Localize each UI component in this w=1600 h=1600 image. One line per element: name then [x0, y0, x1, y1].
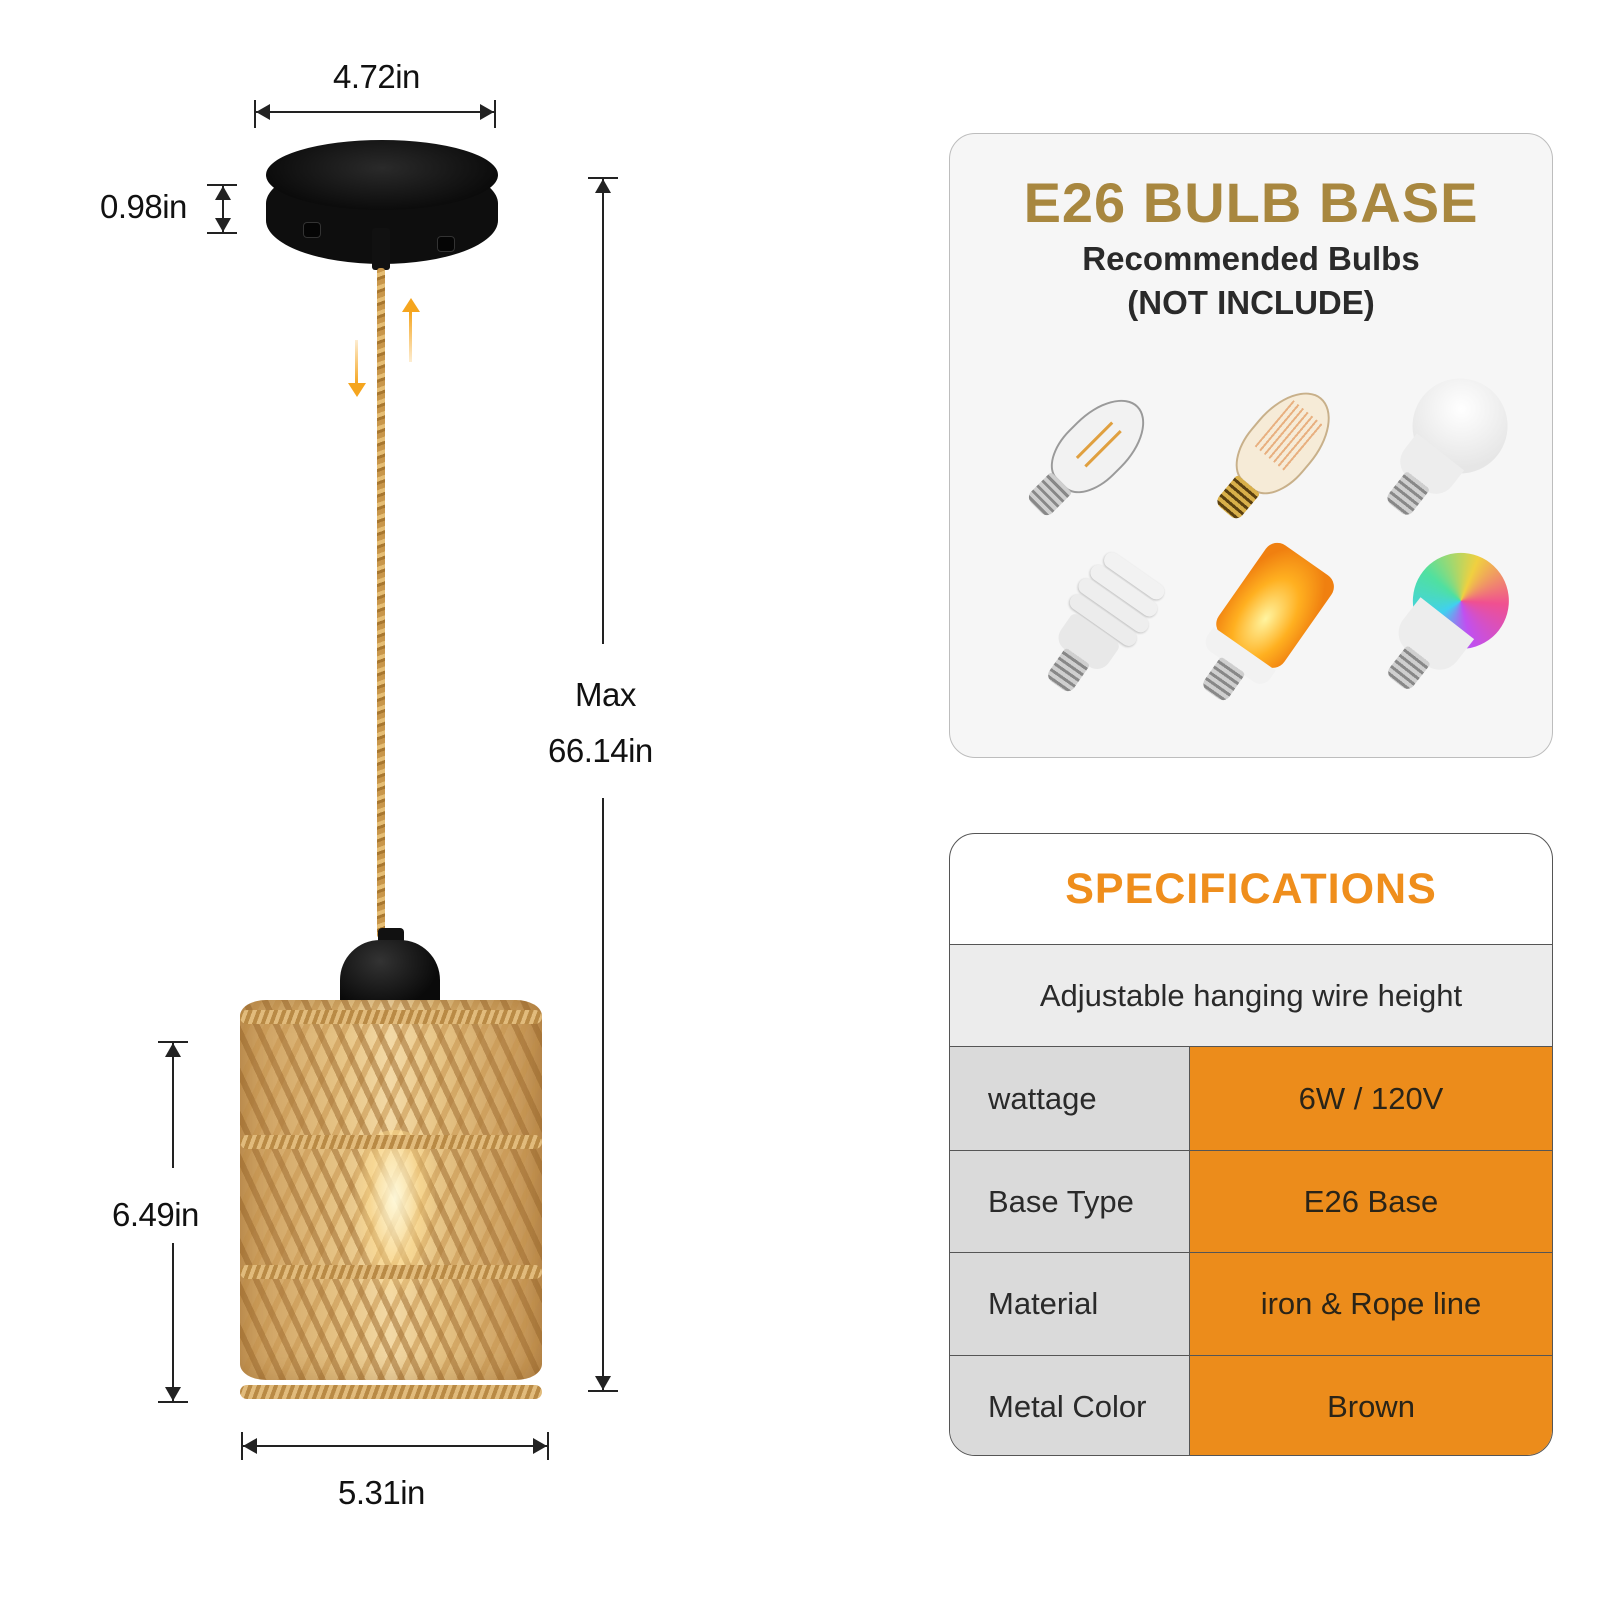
dimension-tick [158, 1401, 188, 1403]
dimension-tick [158, 1041, 188, 1043]
bulb-base-title: E26 BULB BASE [1023, 171, 1479, 234]
max-height-dimension-line-bottom [602, 798, 604, 1390]
shade-band-middle [240, 1135, 542, 1149]
arrow-up-icon [215, 186, 231, 200]
adjust-up-arrow-shaft [409, 312, 412, 362]
max-height-dimension-line-top [602, 179, 604, 644]
arrow-right-icon [533, 1438, 547, 1454]
arrow-down-icon [165, 1387, 181, 1401]
dimension-tick [207, 184, 237, 186]
dimension-tick [241, 1432, 243, 1460]
shade-width-dimension-line [243, 1445, 547, 1447]
not-included-note: (NOT INCLUDE) [1127, 284, 1375, 321]
canopy-width-label: 4.72in [333, 58, 420, 95]
canopy-screw-icon [437, 236, 455, 252]
max-height-value: 66.14in [548, 732, 653, 769]
adjust-down-arrow-icon [348, 383, 366, 397]
max-height-label: Max [575, 676, 636, 713]
dimension-tick [254, 100, 256, 128]
adjust-up-arrow-icon [402, 298, 420, 312]
dimension-tick [207, 232, 237, 234]
ceiling-canopy-top [266, 140, 498, 210]
arrow-right-icon [480, 104, 494, 120]
spec-row-base-type: Base Type E26 Base [950, 1151, 1552, 1253]
bulb-base-card: E26 BULB BASE Recommended Bulbs (NOT INC… [949, 133, 1553, 758]
spec-value: iron & Rope line [1190, 1253, 1552, 1355]
dimension-tick [494, 100, 496, 128]
recommended-bulbs-label: Recommended Bulbs [1082, 240, 1420, 277]
spec-value: 6W / 120V [1190, 1047, 1552, 1150]
shade-height-label: 6.49in [112, 1196, 199, 1233]
shade-height-dimension-line-top [172, 1043, 174, 1168]
dimension-tick [588, 1390, 618, 1392]
shade-width-label: 5.31in [338, 1474, 425, 1511]
arrow-up-icon [595, 179, 611, 193]
arrow-up-icon [165, 1043, 181, 1057]
cord-grip [372, 228, 390, 270]
arrow-down-icon [595, 1376, 611, 1390]
spec-key: wattage [950, 1047, 1190, 1150]
dimension-tick [547, 1432, 549, 1460]
specifications-title: SPECIFICATIONS [1065, 864, 1437, 913]
spec-row-metal-color: Metal Color Brown [950, 1356, 1552, 1455]
canopy-height-label: 0.98in [100, 188, 187, 225]
spec-key: Material [950, 1253, 1190, 1355]
canopy-height-dimension-line [222, 186, 224, 232]
spec-value: E26 Base [1190, 1151, 1552, 1252]
spec-row-wattage: wattage 6W / 120V [950, 1047, 1552, 1151]
shade-rim-bottom [240, 1385, 542, 1399]
spec-key: Metal Color [950, 1356, 1190, 1455]
adjustable-wire-note: Adjustable hanging wire height [950, 944, 1552, 1047]
dimension-tick [588, 177, 618, 179]
arrow-left-icon [243, 1438, 257, 1454]
shade-rim-top [240, 1010, 542, 1024]
twisted-rope-cord [377, 268, 385, 938]
arrow-left-icon [256, 104, 270, 120]
rgb-smart-bulb-icon [1309, 508, 1552, 757]
spec-row-material: Material iron & Rope line [950, 1253, 1552, 1356]
arrow-down-icon [215, 218, 231, 232]
adjust-down-arrow-shaft [355, 340, 358, 384]
spec-value: Brown [1190, 1356, 1552, 1455]
canopy-screw-icon [303, 222, 321, 238]
lamp-socket-cap [340, 940, 440, 1010]
shade-band-lower [240, 1265, 542, 1279]
shade-height-dimension-line-bottom [172, 1243, 174, 1401]
specifications-card: SPECIFICATIONS Adjustable hanging wire h… [949, 833, 1553, 1456]
canopy-width-dimension-line [256, 111, 494, 113]
spec-key: Base Type [950, 1151, 1190, 1252]
